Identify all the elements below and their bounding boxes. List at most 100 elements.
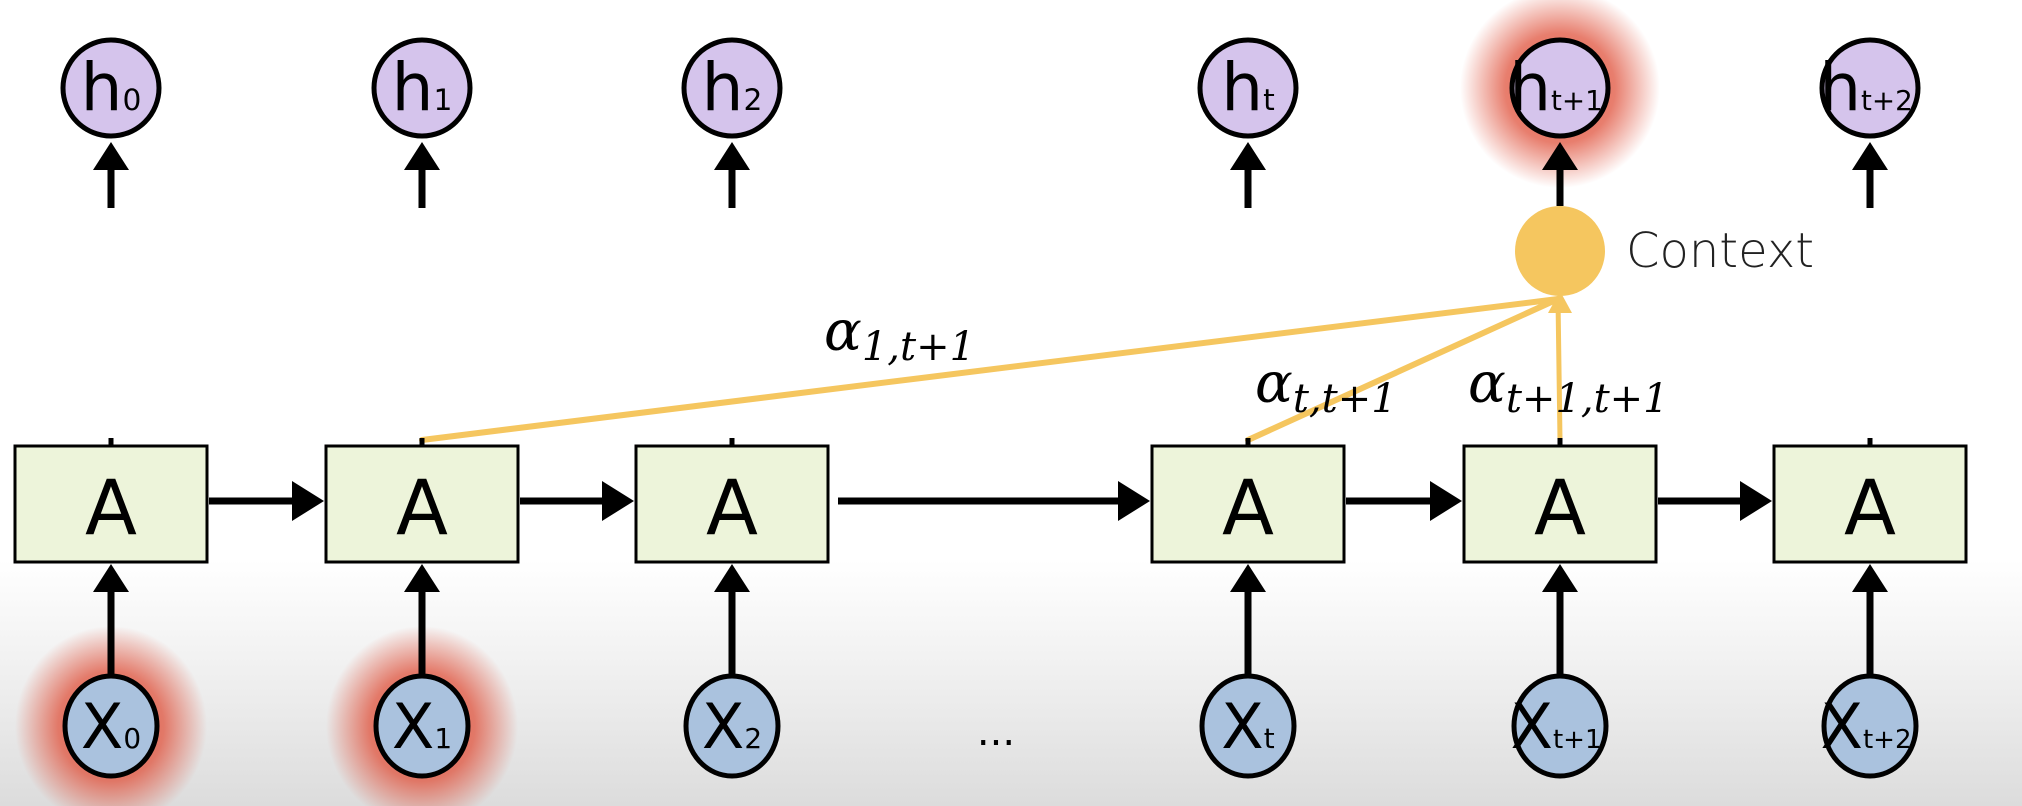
cell-label: A: [85, 463, 137, 552]
input-label-base: X: [392, 690, 434, 763]
cell-box: [1772, 444, 1968, 564]
cell-label: A: [396, 463, 448, 552]
output-arrow-t-head: [1230, 142, 1266, 170]
hidden-label: ht+1: [1509, 49, 1603, 126]
cell-box: [13, 444, 209, 564]
input-label: X2: [702, 690, 762, 763]
input-arrow-0-head: [93, 564, 129, 592]
input-node-tplus2: Xt+2: [1820, 673, 1919, 779]
cell-label: A: [706, 463, 758, 552]
hidden-label-base: h: [392, 49, 434, 126]
input-label-base: X: [81, 690, 123, 763]
hidden-label-subscript: 2: [743, 83, 762, 118]
hidden-label-base: h: [1819, 49, 1861, 126]
input-label-subscript: 0: [123, 722, 141, 755]
rnn-cell-0: A: [13, 444, 209, 564]
input-label-base: X: [1820, 690, 1862, 763]
input-label: X1: [392, 690, 452, 763]
hidden-circle: [1509, 37, 1611, 139]
alpha-label-1: α1,t+1: [824, 299, 975, 370]
attention-arrow-head: [1548, 291, 1572, 313]
input-ellipse: [1821, 673, 1919, 779]
recurrent-arrow-0-head: [292, 481, 324, 521]
input-arrow-t-head: [1230, 564, 1266, 592]
recurrent-arrow-tplus1-head: [1740, 481, 1772, 521]
hidden-label-subscript: t+1: [1551, 84, 1603, 117]
alpha-label-t1: αt+1,t+1: [1468, 351, 1669, 422]
output-arrow-1-head: [404, 142, 440, 170]
hidden-circle: [1197, 37, 1299, 139]
input-label: Xt: [1221, 690, 1274, 763]
attention-line-t: [1245, 296, 1561, 443]
hidden-label: h1: [392, 49, 453, 126]
hidden-label-subscript: 0: [122, 83, 141, 118]
output-arrow-tplus1-head: [1542, 142, 1578, 170]
hidden-label-base: h: [81, 49, 123, 126]
recurrent-arrow-2-head: [1118, 481, 1150, 521]
hidden-label: h0: [81, 49, 142, 126]
input-label: Xt+1: [1510, 690, 1601, 763]
input-label-subscript: t+2: [1863, 725, 1912, 755]
hidden-label-base: h: [1221, 49, 1263, 126]
input-arrow-tplus1-head: [1542, 564, 1578, 592]
hidden-node-1: h1: [371, 37, 473, 139]
input-ellipse: [1199, 673, 1297, 779]
hidden-label: ht+2: [1819, 49, 1913, 126]
input-label-subscript: 1: [434, 722, 452, 755]
rnn-cell-tplus1: A: [1462, 444, 1658, 564]
input-node-t: Xt: [1199, 673, 1297, 779]
attention-line-1: [419, 296, 1561, 443]
cell-box: [1462, 444, 1658, 564]
input-arrow-2-head: [714, 564, 750, 592]
attention-line-tplus1: [1555, 296, 1563, 443]
recurrent-arrow-t-head: [1430, 481, 1462, 521]
recurrent-arrow-1-head: [602, 481, 634, 521]
ellipsis: ...: [977, 709, 1015, 755]
context-label: Context: [1626, 223, 1814, 279]
input-label-base: X: [702, 690, 744, 763]
input-ellipse: [683, 673, 781, 779]
cell-box: [324, 444, 520, 564]
input-label-base: X: [1510, 690, 1552, 763]
input-arrow-1-head: [404, 564, 440, 592]
input-node-1: X1: [373, 673, 471, 779]
input-node-tplus1: Xt+1: [1510, 673, 1609, 779]
output-arrow-0-head: [93, 142, 129, 170]
hidden-label-base: h: [702, 49, 744, 126]
cell-label: A: [1222, 463, 1274, 552]
input-ellipse: [373, 673, 471, 779]
input-label-subscript: t+1: [1553, 725, 1602, 755]
input-arrow-tplus2-head: [1852, 564, 1888, 592]
rnn-cell-1: A: [324, 444, 520, 564]
context-circle: [1515, 206, 1605, 296]
cell-label: A: [1534, 463, 1586, 552]
hidden-circle: [60, 37, 162, 139]
rnn-cell-tplus2: A: [1772, 444, 1968, 564]
input-node-2: X2: [683, 673, 781, 779]
hidden-label-base: h: [1509, 49, 1551, 126]
hidden-label: h2: [702, 49, 763, 126]
hidden-label: ht: [1221, 49, 1274, 126]
attention-lines: [419, 291, 1572, 443]
hidden-node-2: h2: [681, 37, 783, 139]
input-label: X0: [81, 690, 141, 763]
highlight-glows: [15, 0, 1660, 806]
hidden-node-t: ht: [1197, 37, 1299, 139]
cell-box: [1150, 444, 1346, 564]
input-label: Xt+2: [1820, 690, 1911, 763]
input-node-0: X0: [62, 673, 160, 779]
hidden-circle: [371, 37, 473, 139]
input-label-subscript: 2: [744, 722, 762, 755]
hidden-node-0: h0: [60, 37, 162, 139]
cell-box: [634, 444, 830, 564]
hidden-label-subscript: t: [1263, 83, 1275, 118]
hidden-node-tplus2: ht+2: [1819, 37, 1921, 139]
alpha-label-t: αt,t+1: [1255, 351, 1397, 422]
input-label-base: X: [1221, 690, 1263, 763]
rnn-cell-2: A: [634, 444, 830, 564]
hidden-circle: [1819, 37, 1921, 139]
